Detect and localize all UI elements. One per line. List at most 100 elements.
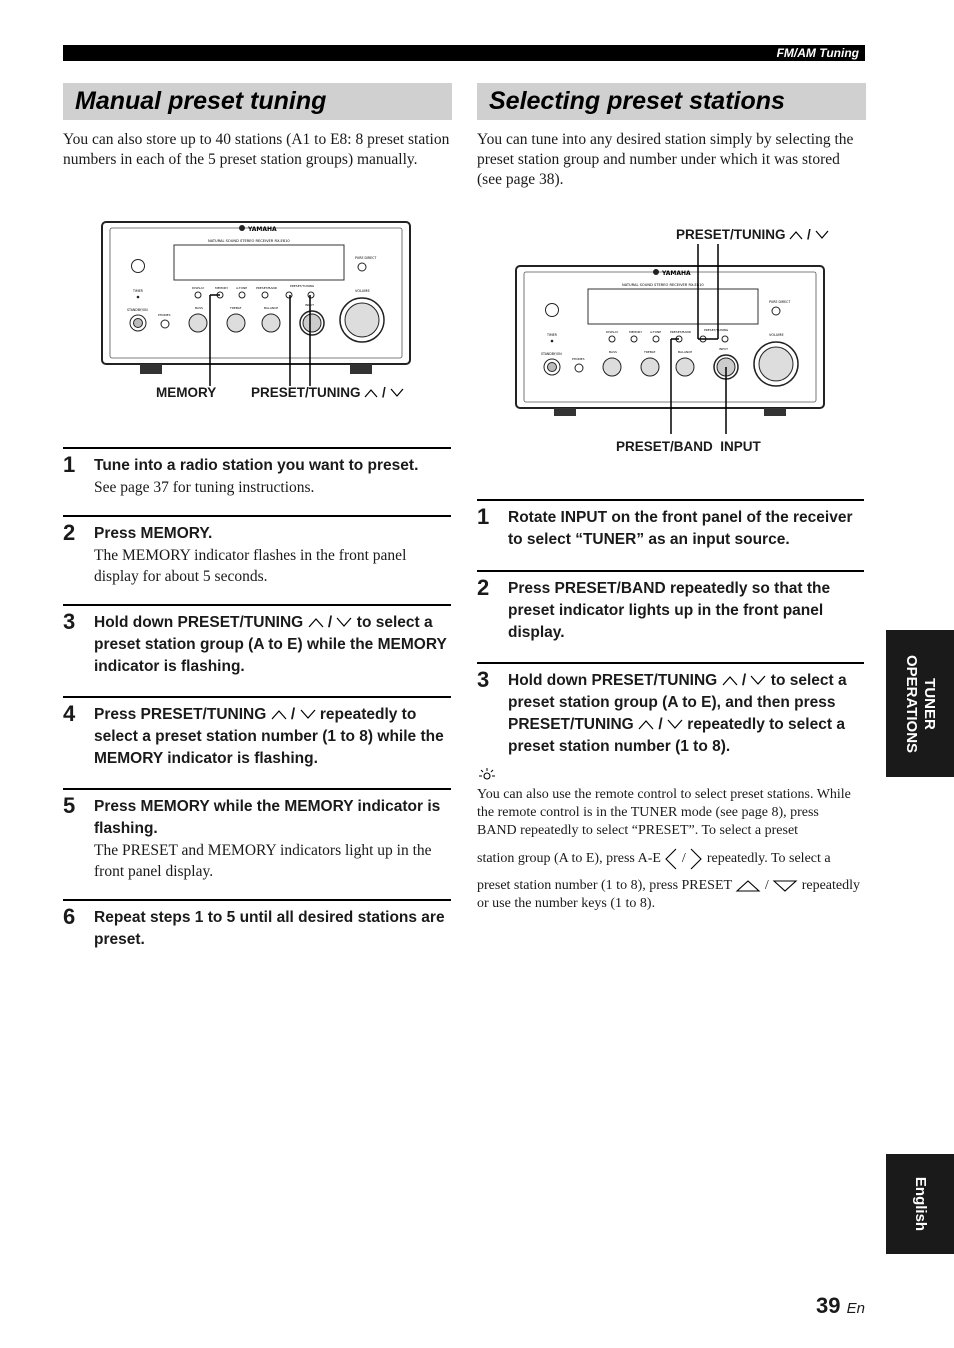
step-heading: Rotate INPUT on the front panel of the r…	[508, 509, 853, 548]
preset-tuning-label-text: PRESET/TUNING	[251, 385, 361, 400]
svg-text:BALANCE: BALANCE	[678, 350, 692, 354]
left-step-4: 4 Press PRESET/TUNING / repeatedly to se…	[63, 696, 451, 770]
step-heading: Press MEMORY.	[94, 525, 213, 542]
svg-text:BASS: BASS	[609, 350, 617, 354]
svg-text:DISPLAY: DISPLAY	[192, 286, 204, 290]
step-body: See page 37 for tuning instructions.	[94, 479, 315, 496]
down-arrow-icon	[337, 618, 352, 628]
step-body: The MEMORY indicator flashes in the fron…	[94, 547, 407, 585]
svg-text:PHONES: PHONES	[572, 357, 585, 361]
tip-lightbulb-icon	[479, 768, 495, 780]
step-heading: Hold down PRESET/TUNING / to select a pr…	[94, 614, 447, 675]
down-triangle-icon	[772, 880, 798, 892]
page-number-value: 39	[816, 1293, 841, 1318]
svg-text:TIMER: TIMER	[132, 289, 144, 293]
right-section-title: Selecting preset stations	[477, 83, 866, 120]
step-heading-part: Hold down PRESET/TUNING	[508, 672, 718, 689]
step-heading-part: repeatedly to select a preset station nu…	[94, 706, 444, 767]
left-step-2: 2 Press MEMORY. The MEMORY indicator fla…	[63, 515, 451, 587]
left-step-6: 6 Repeat steps 1 to 5 until all desired …	[63, 899, 451, 951]
tab-label-line: TUNER	[921, 677, 938, 730]
receiver-brand: YAMAHA	[661, 270, 691, 277]
down-arrow-icon	[667, 720, 683, 730]
left-step-1: 1 Tune into a radio station you want to …	[63, 447, 451, 498]
svg-text:STANDBY/ON: STANDBY/ON	[541, 352, 562, 356]
tip-text-2: station group (A to E), press A-E / repe…	[477, 846, 865, 872]
svg-text:DISPLAY: DISPLAY	[606, 330, 618, 334]
svg-text:VOLUME: VOLUME	[355, 289, 370, 293]
up-arrow-icon	[271, 710, 287, 720]
slash-text: /	[382, 385, 386, 400]
svg-text:PRESET/BAND: PRESET/BAND	[670, 330, 692, 334]
right-step-1: 1 Rotate INPUT on the front panel of the…	[477, 499, 864, 551]
svg-text:INPUT: INPUT	[719, 347, 728, 351]
step-number: 2	[63, 520, 76, 545]
step-number: 3	[477, 667, 490, 692]
svg-text:PURE DIRECT: PURE DIRECT	[355, 256, 376, 260]
up-arrow-icon	[722, 676, 738, 686]
english-label: English	[912, 1176, 929, 1232]
step-heading: Press PRESET/BAND repeatedly so that the…	[508, 580, 831, 641]
page-number: 39 En	[816, 1293, 865, 1319]
step-number: 3	[63, 609, 76, 634]
tip-text-1: You can also use the remote control to s…	[477, 787, 851, 838]
step-heading: Repeat steps 1 to 5 until all desired st…	[94, 909, 445, 948]
svg-text:MEMORY: MEMORY	[215, 286, 228, 290]
step-number: 4	[63, 701, 76, 726]
up-arrow-icon	[638, 720, 654, 730]
receiver-model: NATURAL SOUND STEREO RECEIVER RX-E810	[622, 283, 704, 287]
memory-callout-label: MEMORY	[156, 385, 217, 400]
svg-text:VOLUME: VOLUME	[769, 333, 784, 337]
preset-tuning-label-text: PRESET/TUNING	[676, 227, 786, 242]
step-heading-part: repeatedly to select a preset station nu…	[508, 716, 845, 755]
step-number: 1	[477, 504, 490, 529]
receiver-brand: YAMAHA	[247, 226, 277, 233]
tip-text-part: station group (A to E), press A-E	[477, 851, 661, 866]
step-number: 6	[63, 904, 76, 929]
up-triangle-icon	[735, 880, 761, 892]
slash-text: /	[807, 227, 811, 242]
left-step-5: 5 Press MEMORY while the MEMORY indicato…	[63, 788, 451, 882]
step-number: 1	[63, 452, 76, 477]
page-language: En	[846, 1300, 865, 1317]
svg-text:PRESET/BAND: PRESET/BAND	[256, 286, 278, 290]
svg-text:PRESET/TUNING: PRESET/TUNING	[704, 328, 729, 332]
left-step-3: 3 Hold down PRESET/TUNING / to select a …	[63, 604, 451, 678]
down-arrow-icon	[300, 710, 315, 720]
svg-text:TIMER: TIMER	[546, 333, 558, 337]
right-intro: You can tune into any desired station si…	[477, 131, 854, 188]
step-heading-part: to select a preset station group (A to E…	[508, 672, 847, 733]
down-arrow-icon	[815, 231, 829, 240]
preset-band-input-callout-label: PRESET/BAND INPUT	[616, 439, 761, 454]
svg-text:MEMORY: MEMORY	[629, 330, 642, 334]
up-arrow-icon	[308, 618, 324, 628]
up-arrow-icon	[789, 231, 803, 240]
step-number: 5	[63, 793, 76, 818]
receiver-model: NATURAL SOUND STEREO RECEIVER RX-E810	[208, 239, 290, 243]
receiver-front-panel-diagram: YAMAHA NATURAL SOUND STEREO RECEIVER RX-…	[101, 221, 411, 386]
svg-text:A-TONE: A-TONE	[650, 330, 661, 334]
tip-text-part: repeatedly or use the number keys (1 to …	[477, 878, 861, 911]
receiver-front-panel-diagram: YAMAHA NATURAL SOUND STEREO RECEIVER RX-…	[515, 244, 825, 434]
right-step-2: 2 Press PRESET/BAND repeatedly so that t…	[477, 570, 864, 644]
svg-text:PURE DIRECT: PURE DIRECT	[769, 300, 790, 304]
header-bar: FM/AM Tuning	[63, 45, 865, 61]
preset-tuning-callout-label: PRESET/TUNING /	[676, 227, 829, 243]
tab-label-line: OPERATIONS	[903, 654, 920, 753]
svg-text:PHONES: PHONES	[158, 313, 171, 317]
step-heading: Tune into a radio station you want to pr…	[94, 457, 419, 474]
preset-tuning-callout-label: PRESET/TUNING /	[251, 385, 404, 401]
step-heading-part: to select a preset station group (A to E…	[94, 614, 447, 675]
section-label: FM/AM Tuning	[776, 46, 859, 60]
step-heading: Press PRESET/TUNING / repeatedly to sele…	[94, 706, 444, 767]
svg-text:TREBLE: TREBLE	[643, 350, 656, 354]
svg-text:STANDBY/ON: STANDBY/ON	[127, 308, 148, 312]
down-arrow-icon	[390, 389, 404, 398]
tip-text-3: preset station number (1 to 8), press PR…	[477, 878, 861, 911]
right-step-3: 3 Hold down PRESET/TUNING / to select a …	[477, 662, 864, 758]
english-tab: English	[886, 1154, 954, 1254]
svg-text:A-TONE: A-TONE	[236, 286, 247, 290]
tuner-operations-tab: TUNER OPERATIONS	[886, 630, 954, 777]
step-heading-part: Hold down PRESET/TUNING	[94, 614, 304, 631]
down-arrow-icon	[751, 676, 766, 686]
